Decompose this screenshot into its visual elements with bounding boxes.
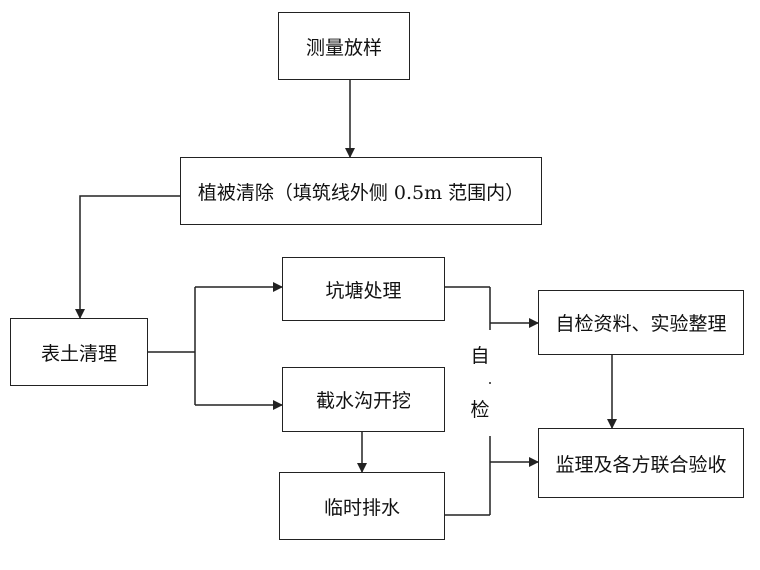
node-intercepting-ditch-label: 截水沟开挖 bbox=[315, 390, 411, 412]
edge-vegetation-to-topsoil bbox=[75, 195, 180, 319]
node-joint-acceptance: 监理及各方联合验收 bbox=[538, 428, 744, 498]
node-pit-pond-treatment: 坑塘处理 bbox=[282, 257, 445, 321]
self-check-label-char2: 检 bbox=[468, 384, 492, 436]
node-temporary-drainage: 临时排水 bbox=[279, 472, 445, 540]
node-topsoil-clearing: 表土清理 bbox=[10, 318, 148, 386]
node-pit-pond-treatment-label: 坑塘处理 bbox=[325, 279, 402, 302]
node-vegetation-clearing-label: 植被清除（填筑线外侧 0.5m 范围内） bbox=[197, 181, 525, 204]
self-check-label-char1: 自 bbox=[468, 330, 492, 382]
node-survey-layout: 测量放样 bbox=[278, 12, 410, 80]
node-temporary-drainage-label: 临时排水 bbox=[323, 496, 400, 519]
node-self-inspection-records-label: 自检资料、实验整理 bbox=[555, 313, 727, 335]
node-intercepting-ditch: 截水沟开挖 bbox=[282, 367, 445, 432]
node-survey-layout-label: 测量放样 bbox=[305, 36, 382, 59]
node-topsoil-clearing-label: 表土清理 bbox=[40, 342, 117, 365]
node-vegetation-clearing: 植被清除（填筑线外侧 0.5m 范围内） bbox=[180, 157, 542, 225]
node-joint-acceptance-label: 监理及各方联合验收 bbox=[555, 453, 727, 476]
node-self-inspection-records: 自检资料、实验整理 bbox=[538, 290, 744, 355]
